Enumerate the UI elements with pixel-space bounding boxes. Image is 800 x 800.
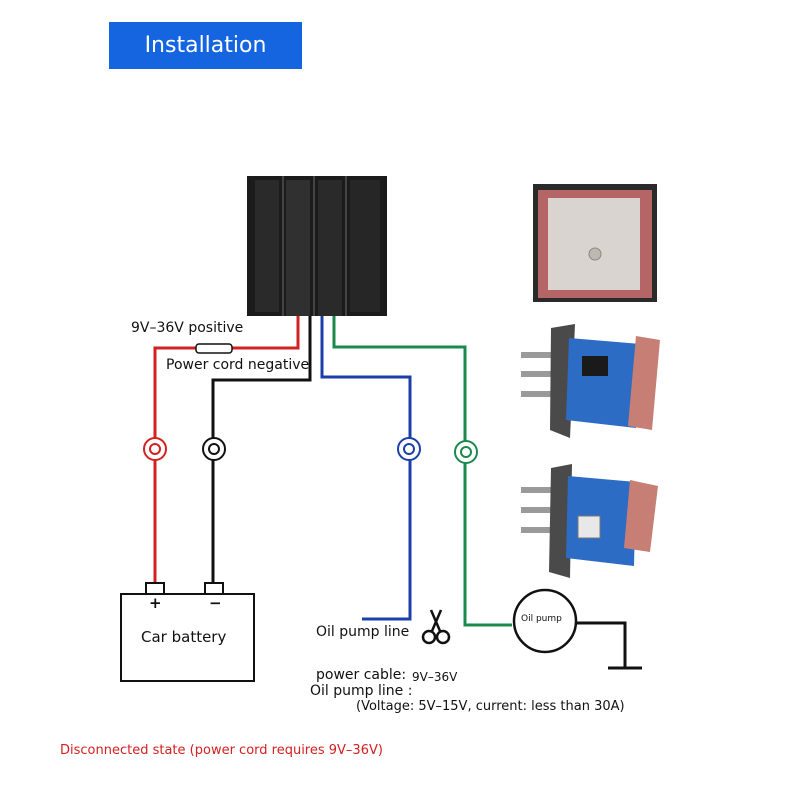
scissors-icon <box>421 609 451 645</box>
green-connector <box>454 440 478 464</box>
oil-pump-label: Oil pump <box>521 614 562 624</box>
blue-connector <box>397 437 421 461</box>
green-wire <box>332 316 512 627</box>
footer-note: Disconnected state (power cord requires … <box>60 743 383 758</box>
red-connector <box>143 437 167 461</box>
blue-wire <box>320 316 412 621</box>
oil-pump-line-spec-label: Oil pump line : <box>310 683 413 699</box>
power-cable-label: power cable: <box>316 667 407 683</box>
battery-plus: + <box>149 594 162 612</box>
negative-label: Power cord negative <box>166 357 310 373</box>
oil-pump-line-label: Oil pump line <box>316 624 410 640</box>
circuit-board-icon-2 <box>521 464 658 578</box>
page-title: Installation wiring <box>109 22 302 105</box>
positive-label: 9V–36V positive <box>131 320 244 336</box>
battery-minus: − <box>209 594 222 612</box>
battery-label: Car battery <box>141 628 227 646</box>
circuit-board-icon <box>521 324 660 438</box>
red-wire <box>153 316 300 592</box>
voltage-note: (Voltage: 5V–15V, current: less than 30A… <box>356 699 625 714</box>
black-wire <box>211 316 312 592</box>
car-battery <box>120 582 255 682</box>
oil-pump <box>512 588 627 668</box>
power-cable-value: 9V–36V <box>412 670 458 684</box>
black-connector <box>202 437 226 461</box>
gps-antenna-icon <box>533 184 657 302</box>
relay-module-icon <box>247 176 387 316</box>
